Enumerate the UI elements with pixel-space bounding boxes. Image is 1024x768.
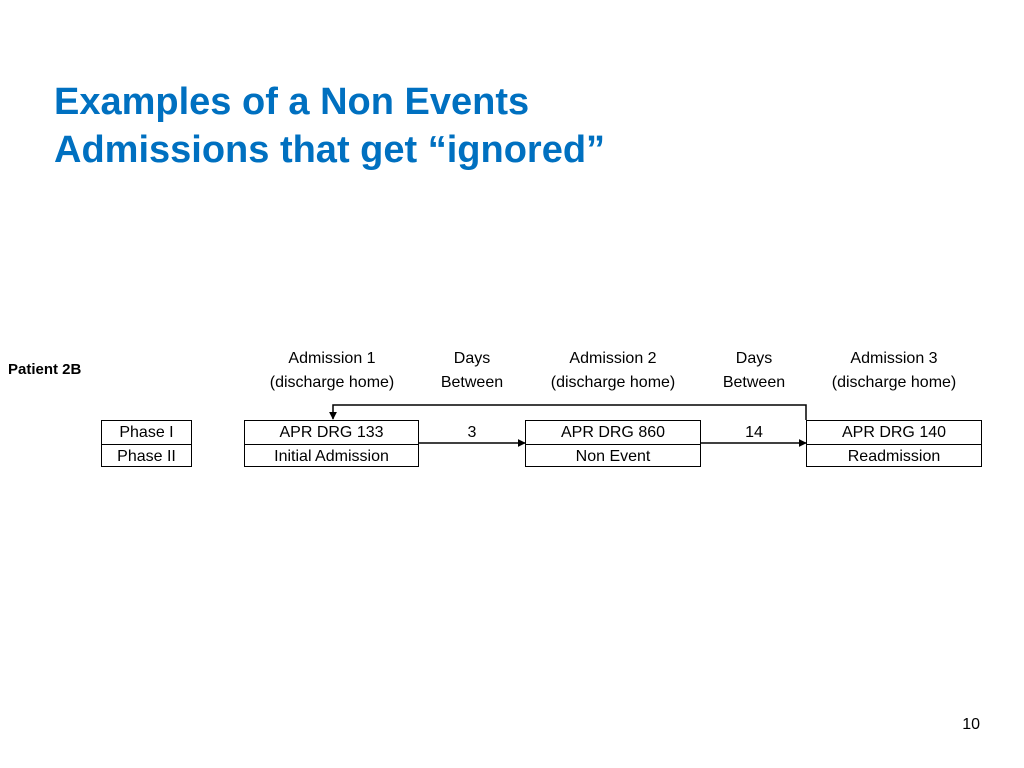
slide-title: Examples of a Non Events Admissions that… <box>54 78 605 174</box>
header-admission-3-line-2: (discharge home) <box>831 374 957 391</box>
phase-box: Phase I Phase II <box>101 420 192 467</box>
header-admission-2-line-1: Admission 2 <box>569 350 657 367</box>
header-admission-3: Admission 3 (discharge home) <box>807 347 981 395</box>
phase-2-label: Phase II <box>117 448 176 465</box>
header-days-between-2: Days Between <box>714 347 794 395</box>
admission-1-drg: APR DRG 133 <box>245 421 418 445</box>
arrow-readmission-link <box>329 404 807 420</box>
admission-1-status: Initial Admission <box>274 448 389 465</box>
header-admission-2-line-2: (discharge home) <box>550 374 676 391</box>
admission-1-box: APR DRG 133 Initial Admission <box>244 420 419 467</box>
header-admission-1: Admission 1 (discharge home) <box>246 347 418 395</box>
header-admission-3-line-1: Admission 3 <box>850 350 938 367</box>
admission-3-drg: APR DRG 140 <box>807 421 981 445</box>
admission-3-box: APR DRG 140 Readmission <box>806 420 982 467</box>
days-between-2-value: 14 <box>745 424 763 441</box>
header-days-between-1-line-2: Between <box>440 374 504 391</box>
header-days-between-1: Days Between <box>432 347 512 395</box>
admission-2-status: Non Event <box>575 448 651 465</box>
patient-label: Patient 2B <box>8 361 82 378</box>
page-number: 10 <box>962 716 980 733</box>
header-days-between-1-line-1: Days <box>453 350 491 367</box>
header-days-between-2-line-1: Days <box>735 350 773 367</box>
header-days-between-2-line-2: Between <box>722 374 786 391</box>
phase-1-label: Phase I <box>102 421 191 445</box>
header-admission-2: Admission 2 (discharge home) <box>526 347 700 395</box>
slide-title-line-1: Examples of a Non Events <box>54 81 530 123</box>
days-between-1-value: 3 <box>467 424 477 441</box>
admission-2-drg: APR DRG 860 <box>526 421 700 445</box>
slide-title-line-2: Admissions that get “ignored” <box>54 129 606 171</box>
header-admission-1-line-2: (discharge home) <box>269 374 395 391</box>
header-admission-1-line-1: Admission 1 <box>288 350 376 367</box>
admission-2-box: APR DRG 860 Non Event <box>525 420 701 467</box>
admission-3-status: Readmission <box>847 448 941 465</box>
